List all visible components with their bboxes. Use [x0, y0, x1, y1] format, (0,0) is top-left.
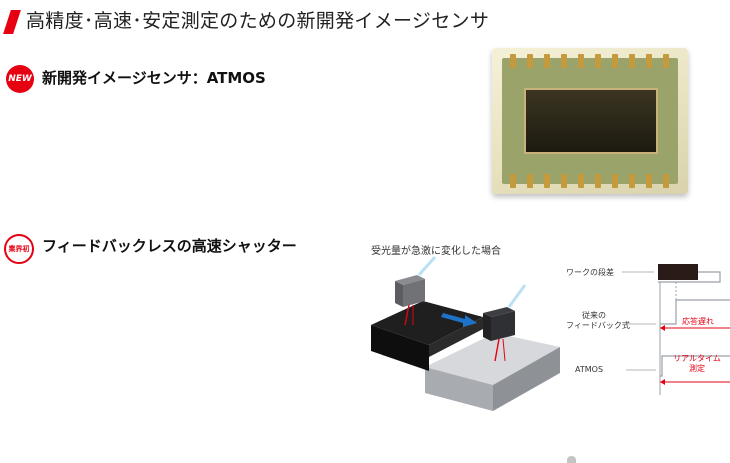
chip-pin	[612, 54, 618, 68]
light-block-top	[425, 333, 560, 385]
delay-arrowhead	[660, 325, 665, 331]
realtime-arrowhead	[660, 379, 665, 385]
chip-pin	[527, 54, 533, 68]
chip-pin	[663, 174, 669, 188]
workpiece-step-bar	[658, 264, 698, 280]
chip-pin	[578, 54, 584, 68]
dark-block-side	[429, 317, 483, 357]
sensor-head-top	[483, 307, 515, 317]
laser-beam	[494, 338, 500, 362]
chip-pin	[646, 174, 652, 188]
dark-block-top	[371, 301, 483, 345]
conventional-label-line1: 従来の	[582, 311, 606, 320]
light-ray	[507, 284, 527, 308]
chip-pin	[646, 54, 652, 68]
workpiece-step-label: ワークの段差	[566, 268, 614, 277]
chip-pin	[629, 174, 635, 188]
illustration-caption: 受光量が急激に変化した場合	[371, 246, 501, 257]
industry-first-badge: 業界初	[4, 234, 34, 264]
page-title: 高精度･高速･安定測定のための新開発イメージセンサ	[26, 10, 490, 32]
chip-pin	[510, 174, 516, 188]
chip-pin	[578, 174, 584, 188]
chip-sensor-die	[524, 88, 658, 154]
image-sensor-chip-photo	[492, 48, 688, 194]
light-ray	[417, 256, 437, 276]
light-block-front	[425, 367, 493, 411]
movement-arrow	[441, 313, 477, 327]
chip-pin	[510, 54, 516, 68]
sensor-measurement-illustration	[371, 256, 560, 411]
sensor-head-front	[395, 281, 403, 307]
shutter-section-title: フィードバックレスの高速シャッター	[42, 237, 297, 255]
response-timing-diagram	[622, 264, 730, 395]
chip-pin	[561, 54, 567, 68]
decorative-mark	[567, 456, 576, 463]
chip-pin	[561, 174, 567, 188]
atmos-label: ATMOS	[575, 365, 604, 374]
chip-pin	[544, 174, 550, 188]
sensor-head-front	[483, 313, 491, 341]
response-delay-note: 応答遅れ	[682, 317, 714, 326]
step-outline	[658, 271, 721, 283]
chip-pin	[663, 54, 669, 68]
conventional-label-line2: フィードバック式	[566, 321, 630, 330]
light-block-side	[493, 347, 560, 411]
chip-pin	[595, 174, 601, 188]
sensor-head-side	[491, 311, 515, 341]
chip-substrate	[502, 54, 678, 188]
chip-pin	[544, 54, 550, 68]
realtime-note-line1: リアルタイム	[673, 354, 721, 363]
new-badge: NEW	[6, 65, 34, 93]
atmos-response-trace	[660, 355, 730, 377]
realtime-note-line2: 測定	[689, 364, 705, 373]
chip-pin	[629, 54, 635, 68]
chip-pin	[527, 174, 533, 188]
laser-beam	[502, 338, 506, 362]
chip-pin	[612, 174, 618, 188]
sensor-head-top	[395, 275, 425, 285]
conventional-response-trace	[660, 299, 730, 325]
dark-block-front	[371, 325, 429, 371]
atmos-section-title: 新開発イメージセンサ：ATMOS	[42, 69, 266, 87]
title-accent-slash	[3, 10, 21, 34]
sensor-head-side	[403, 279, 425, 307]
laser-beam	[404, 304, 410, 326]
chip-pin	[595, 54, 601, 68]
